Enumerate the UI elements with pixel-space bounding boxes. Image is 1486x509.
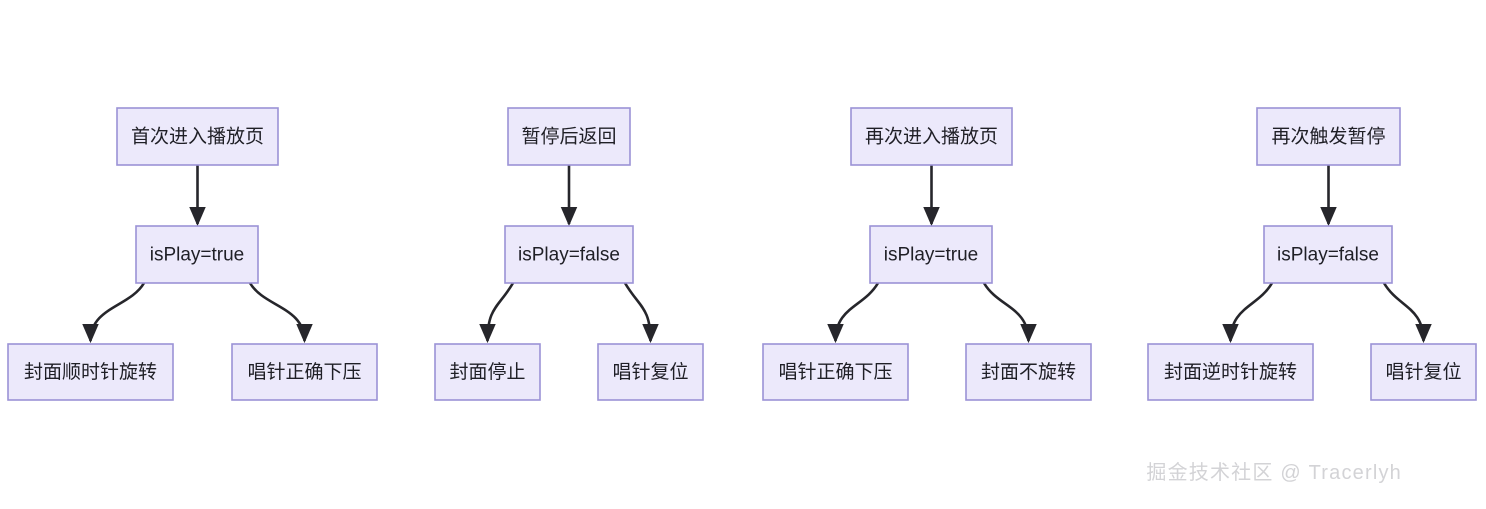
node-label: 封面停止: [449, 361, 525, 383]
flow-edge: [827, 282, 880, 344]
flow-edge: [982, 282, 1037, 344]
node-outcome[interactable]: 封面不旋转: [965, 343, 1092, 401]
node-label: 再次进入播放页: [865, 126, 998, 148]
node-state[interactable]: isPlay=true: [869, 225, 993, 284]
edges-layer: [82, 165, 1432, 344]
node-box: [507, 107, 631, 166]
nodes-layer: 首次进入播放页 isPlay=true 封面顺时针旋转 唱针正确下压 暂停后返回 isPl…: [7, 107, 1477, 401]
node-label: 唱针复位: [612, 361, 688, 383]
node-outcome[interactable]: 封面逆时针旋转: [1147, 343, 1314, 401]
node-box: [1263, 225, 1393, 284]
node-label: 再次触发暂停: [1271, 126, 1385, 148]
node-trigger[interactable]: 首次进入播放页: [116, 107, 279, 166]
node-box: [965, 343, 1092, 401]
flow-edge: [479, 282, 515, 344]
node-label: 暂停后返回: [521, 126, 616, 148]
node-state[interactable]: isPlay=true: [135, 225, 259, 284]
node-box: [504, 225, 634, 284]
node-box: [762, 343, 909, 401]
node-box: [116, 107, 279, 166]
node-state[interactable]: isPlay=false: [1263, 225, 1393, 284]
node-outcome[interactable]: 唱针正确下压: [762, 343, 909, 401]
node-box: [1147, 343, 1314, 401]
node-box: [597, 343, 704, 401]
node-label: isPlay=true: [150, 245, 245, 266]
node-trigger[interactable]: 暂停后返回: [507, 107, 631, 166]
node-outcome[interactable]: 封面顺时针旋转: [7, 343, 174, 401]
watermark: 掘金技术社区 @ Tracerlyh: [1146, 462, 1402, 484]
node-trigger[interactable]: 再次触发暂停: [1256, 107, 1401, 166]
node-label: 封面逆时针旋转: [1164, 361, 1297, 383]
node-label: 唱针正确下压: [778, 361, 892, 383]
node-box: [7, 343, 174, 401]
node-outcome[interactable]: 唱针复位: [597, 343, 704, 401]
node-box: [1256, 107, 1401, 166]
flow-edge: [623, 282, 659, 344]
node-label: isPlay=false: [518, 245, 620, 266]
node-outcome[interactable]: 封面停止: [434, 343, 541, 401]
flow-edge: [82, 282, 146, 344]
node-state[interactable]: isPlay=false: [504, 225, 634, 284]
node-box: [434, 343, 541, 401]
node-box: [135, 225, 259, 284]
flow-edge: [1382, 282, 1432, 344]
node-label: 唱针正确下压: [247, 361, 361, 383]
node-box: [1370, 343, 1477, 401]
node-box: [231, 343, 378, 401]
node-label: 封面不旋转: [981, 361, 1076, 383]
node-label: 唱针复位: [1385, 361, 1461, 383]
flow-edge: [248, 282, 313, 344]
node-label: 首次进入播放页: [131, 126, 264, 148]
node-box: [850, 107, 1013, 166]
flow-edge: [1222, 282, 1274, 344]
node-box: [869, 225, 993, 284]
node-trigger[interactable]: 再次进入播放页: [850, 107, 1013, 166]
node-label: isPlay=true: [884, 245, 979, 266]
node-outcome[interactable]: 唱针复位: [1370, 343, 1477, 401]
node-label: isPlay=false: [1277, 245, 1379, 266]
node-outcome[interactable]: 唱针正确下压: [231, 343, 378, 401]
node-label: 封面顺时针旋转: [24, 361, 157, 383]
